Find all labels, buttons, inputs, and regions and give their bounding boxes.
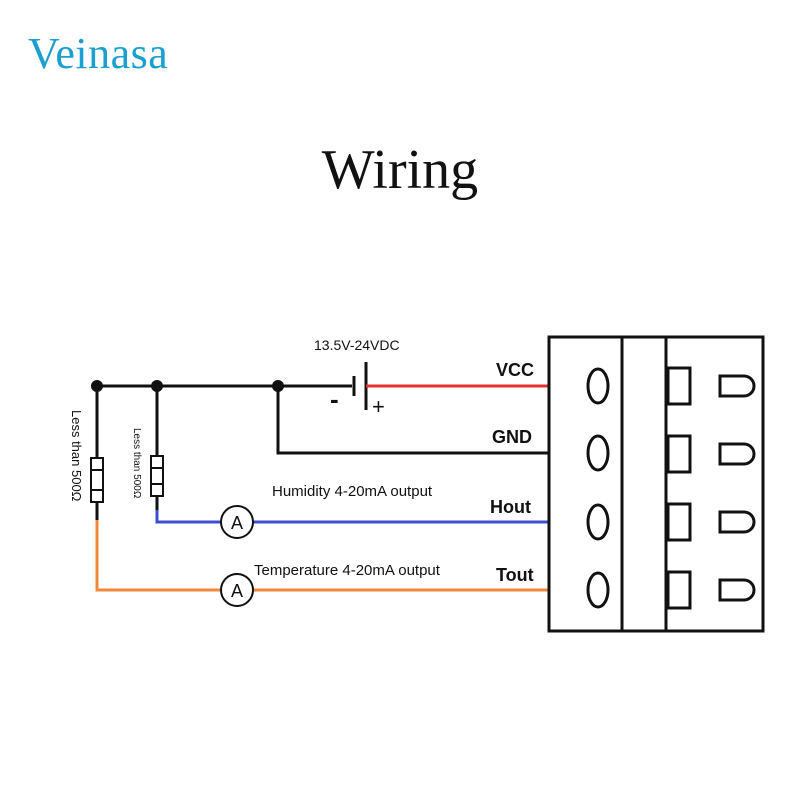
screw-vcc — [586, 367, 610, 405]
temperature-output-label: Temperature 4-20mA output — [254, 562, 441, 579]
slot-square-3 — [666, 502, 692, 542]
pin-3 — [718, 510, 756, 534]
resistor-inner — [150, 455, 164, 497]
terminal-label-tout: Tout — [496, 565, 534, 585]
screw-tout — [586, 571, 610, 609]
terminal-block — [547, 335, 765, 633]
terminal-label-hout: Hout — [490, 497, 531, 517]
page-title: Wiring — [321, 139, 479, 201]
battery-minus-sign: - — [330, 384, 339, 414]
screw-hout — [586, 503, 610, 541]
screw-gnd — [586, 434, 610, 472]
slot-square-2 — [666, 434, 692, 474]
resistor-left-label: Less than 500Ω — [69, 410, 84, 502]
hout-wire — [155, 510, 598, 524]
ammeter-humidity-symbol: A — [231, 513, 243, 533]
resistor-left — [90, 457, 104, 503]
supply-voltage-label: 13.5V-24VDC — [314, 337, 400, 353]
pin-4 — [718, 578, 756, 602]
humidity-output-label: Humidity 4-20mA output — [272, 483, 433, 500]
brand-logo: Veinasa — [28, 29, 169, 78]
slot-square-1 — [666, 366, 692, 406]
slot-square-4 — [666, 570, 692, 610]
ammeter-temperature — [220, 573, 254, 607]
battery-plus-sign: + — [372, 394, 385, 419]
pin-1 — [718, 374, 756, 398]
terminal-label-gnd: GND — [492, 427, 532, 447]
resistor-inner-label: Less than 500Ω — [131, 428, 142, 499]
ammeter-humidity — [220, 505, 254, 539]
pin-2 — [718, 442, 756, 466]
ammeter-temperature-symbol: A — [231, 581, 243, 601]
terminal-label-vcc: VCC — [496, 360, 534, 380]
tout-wire — [95, 520, 598, 592]
gnd-wire — [276, 386, 598, 455]
